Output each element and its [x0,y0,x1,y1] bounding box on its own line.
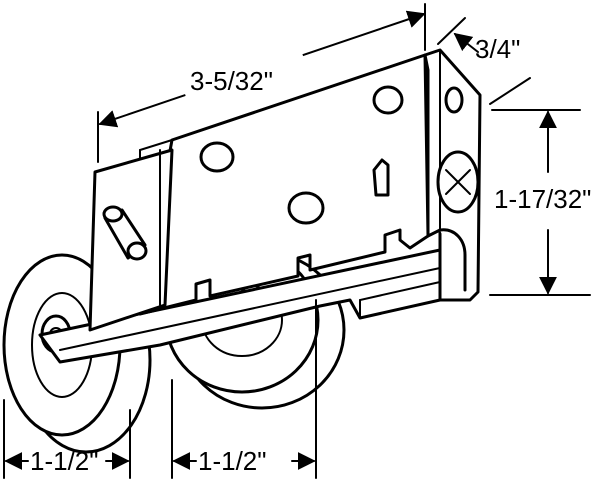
length-dimension: 3-5/32" [97,3,426,163]
locator-pin [102,205,148,261]
height-label: 1-17/32" [494,184,591,214]
height-dimension: 1-17/32" [489,109,591,296]
end-plate [423,48,482,302]
mount-hole-center [287,191,325,225]
mount-hole-left [199,141,235,173]
depth-label: 3/4" [475,34,520,64]
wheel-right-label: 1-1/2" [198,446,267,476]
length-label: 3-5/32" [190,66,273,96]
front-bracket [88,148,174,332]
wheel-right-dimension: 1-1/2" [171,299,317,479]
mount-hole-right [372,85,404,115]
end-plate-hole [444,86,464,114]
slot-hole [372,158,390,197]
wheel-left-label: 1-1/2" [30,446,99,476]
screw-slot-icon [445,169,471,195]
depth-dimension: 3/4" [437,17,531,105]
wheel-left-dimension: 1-1/2" [3,399,131,479]
